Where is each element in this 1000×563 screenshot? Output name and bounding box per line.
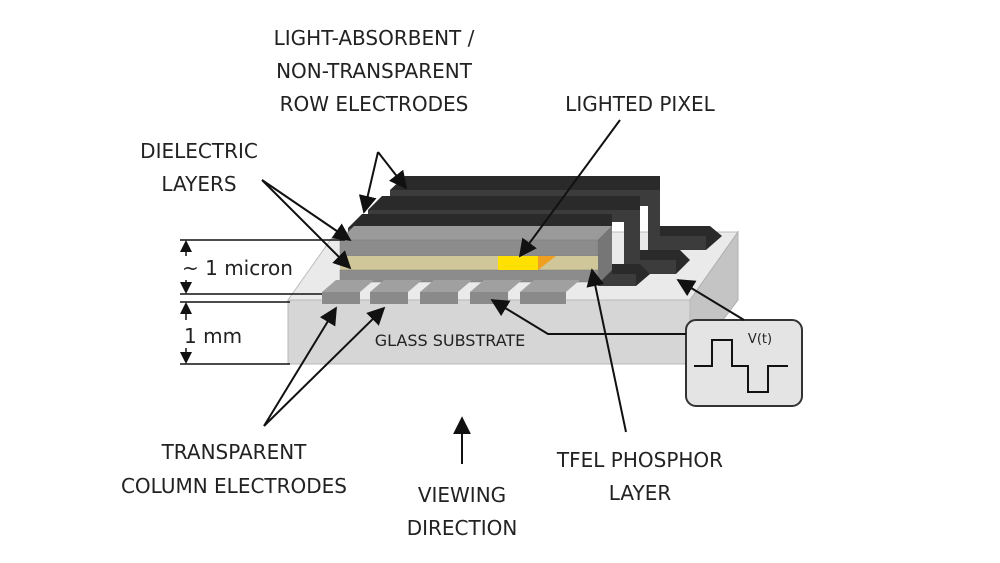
svg-text:LAYERS: LAYERS [161, 172, 236, 196]
voltage-signal-box [685, 319, 803, 407]
glass-substrate-label: GLASS SUBSTRATE [375, 331, 526, 350]
dielectric-phosphor-stack [339, 226, 612, 284]
svg-text:LAYER: LAYER [609, 481, 672, 505]
waveform-icon [694, 339, 788, 393]
svg-text:TRANSPARENT: TRANSPARENT [161, 440, 308, 464]
voltage-label: V(t) [748, 332, 772, 347]
svg-text:COLUMN ELECTRODES: COLUMN ELECTRODES [121, 474, 347, 498]
viewing-direction-label: VIEWING DIRECTION [407, 483, 518, 540]
svg-text:ROW ELECTRODES: ROW ELECTRODES [280, 92, 469, 116]
phosphor-layer [340, 256, 598, 270]
row-electrodes-label: LIGHT-ABSORBENT / NON-TRANSPARENT ROW EL… [274, 26, 475, 116]
column-electrodes [322, 280, 580, 304]
lighted-pixel-label: LIGHTED PIXEL [565, 92, 715, 116]
column-electrodes-label: TRANSPARENT COLUMN ELECTRODES [121, 440, 347, 498]
callout-lines [261, 119, 745, 464]
micron-label: ~ 1 micron [182, 256, 293, 280]
svg-text:DIRECTION: DIRECTION [407, 516, 518, 540]
svg-text:NON-TRANSPARENT: NON-TRANSPARENT [276, 59, 473, 83]
svg-text:DIELECTRIC: DIELECTRIC [140, 139, 258, 163]
phosphor-layer-label: TFEL PHOSPHOR LAYER [556, 448, 723, 505]
mm-label: 1 mm [184, 324, 242, 348]
dimension-arrows [180, 240, 192, 364]
svg-text:LIGHT-ABSORBENT /: LIGHT-ABSORBENT / [274, 26, 475, 50]
svg-text:TFEL PHOSPHOR: TFEL PHOSPHOR [556, 448, 723, 472]
dielectric-label: DIELECTRIC LAYERS [140, 139, 258, 196]
dimension-lines [180, 239, 345, 365]
svg-text:VIEWING: VIEWING [418, 483, 506, 507]
lighted-pixel [498, 256, 556, 270]
